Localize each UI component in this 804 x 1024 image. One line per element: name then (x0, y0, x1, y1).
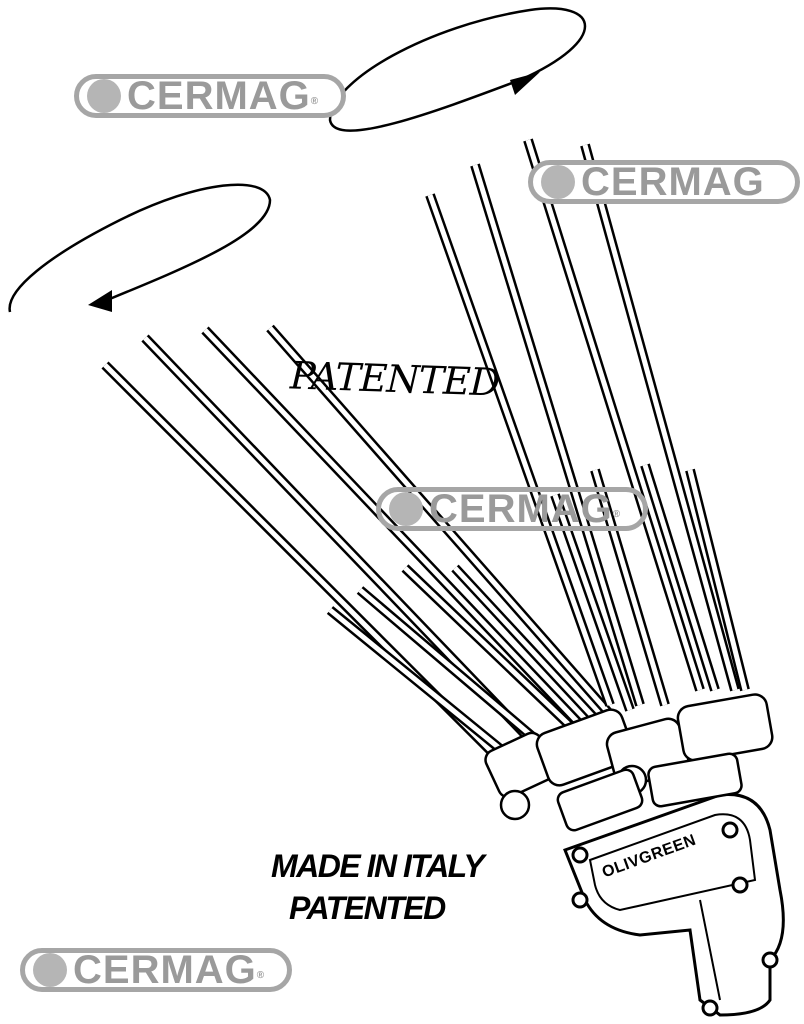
cermag-leaf-logo-icon (33, 953, 67, 987)
watermark-text: CERMAG (581, 159, 765, 204)
cermag-leaf-logo-icon (87, 79, 121, 113)
rod (687, 469, 748, 691)
patented-script-label: PATENTED (289, 353, 501, 405)
rod (203, 328, 592, 737)
cermag-watermark-top-left: CERMAG ® (74, 74, 346, 118)
rod (582, 144, 738, 691)
watermark-text: CERMAG (127, 73, 311, 118)
rod (427, 194, 613, 706)
cermag-watermark-center: CERMAG ® (376, 487, 648, 531)
rod (525, 139, 703, 691)
device-body (563, 792, 785, 1017)
registered-mark: ® (612, 509, 622, 520)
cermag-watermark-bottom-left: CERMAG ® (20, 948, 292, 992)
rod (358, 588, 562, 762)
rod (472, 164, 643, 706)
cermag-leaf-logo-icon (389, 492, 423, 526)
rod (592, 469, 668, 706)
rod-clamps (484, 693, 774, 832)
rod (328, 608, 522, 767)
watermark-text: CERMAG (429, 486, 613, 531)
rod (453, 566, 612, 737)
rod (642, 464, 718, 691)
registered-mark: ® (256, 970, 266, 981)
rotation-arrow-left-icon (8, 183, 272, 313)
made-in-italy-label: MADE IN ITALY (271, 848, 485, 884)
rod (403, 566, 587, 742)
patented-label: PATENTED (289, 890, 446, 926)
watermark-text: CERMAG (73, 947, 257, 992)
cermag-watermark-top-right: CERMAG (528, 160, 800, 204)
registered-mark: ® (310, 96, 320, 107)
rod (268, 326, 617, 722)
rods-group (101, 138, 750, 769)
cermag-leaf-logo-icon (541, 165, 575, 199)
rotation-arrow-right-icon (328, 7, 586, 132)
